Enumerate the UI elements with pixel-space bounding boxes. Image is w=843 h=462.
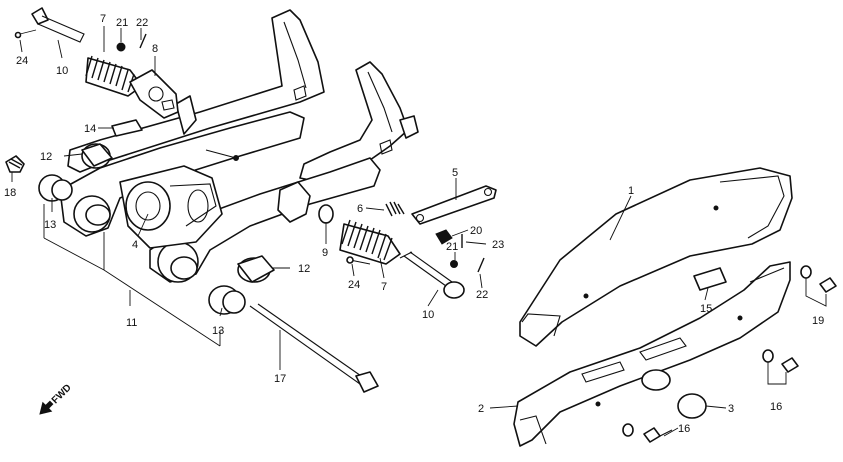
callout-7-upper: 7 [100, 13, 106, 25]
washer-16a [622, 423, 634, 437]
callout-11: 11 [126, 317, 137, 329]
pin-upper [139, 33, 147, 49]
callout-8: 8 [152, 43, 158, 55]
callout-14: 14 [84, 123, 96, 135]
callout-10-lower: 10 [422, 309, 434, 321]
callout-7-lower: 7 [381, 281, 387, 293]
callout-17: 17 [274, 373, 286, 385]
chain-case-lower [513, 261, 791, 447]
callout-24-upper: 24 [16, 55, 28, 67]
callout-2: 2 [478, 403, 484, 415]
callout-9: 9 [322, 247, 328, 259]
fwd-label: FWD [50, 382, 74, 406]
nut-upper [116, 42, 126, 52]
callout-16-lower: 16 [678, 423, 690, 435]
callout-20: 20 [470, 225, 482, 237]
washer-19 [800, 265, 812, 279]
pivot-bolt-long [249, 303, 379, 393]
chain-case-upper [519, 167, 793, 347]
pin-22-lower [477, 257, 485, 273]
callout-12-upper: 12 [40, 151, 52, 163]
callout-13-lower: 13 [212, 325, 224, 337]
pivot-bolt-upper [14, 7, 85, 43]
bushing-13-lower [208, 285, 246, 315]
fwd-arrow-icon [39, 400, 54, 415]
bolt-19 [819, 277, 837, 293]
pin-lower [346, 256, 371, 265]
swing-arm [59, 9, 419, 283]
bushing-12-lower [237, 255, 275, 283]
bolt-16a [643, 427, 673, 443]
bushing-12-upper [81, 143, 113, 169]
spring-small [385, 201, 405, 217]
bolt-16b [781, 357, 799, 373]
callout-15: 15 [700, 303, 712, 315]
callout-21-upper: 21 [116, 17, 128, 29]
cap [677, 393, 707, 419]
washer [318, 204, 334, 224]
callout-1: 1 [628, 185, 634, 197]
nut-20 [435, 229, 453, 245]
callout-6: 6 [357, 203, 363, 215]
callout-10-upper: 10 [56, 65, 68, 77]
spring-lower [339, 219, 401, 265]
grease-fitting [5, 155, 25, 173]
fwd-indicator: FWD [39, 382, 74, 415]
callout-labels: 1 2 3 4 5 6 7 7 8 9 10 10 11 12 12 13 13… [4, 13, 824, 435]
callout-16-right: 16 [770, 401, 782, 413]
callout-23: 23 [492, 239, 504, 251]
callout-18: 18 [4, 187, 16, 199]
callout-22-upper: 22 [136, 17, 148, 29]
case-label [693, 267, 727, 291]
callout-5: 5 [452, 167, 458, 179]
callout-21-lower: 21 [446, 241, 458, 253]
bushing-13-upper [38, 174, 73, 202]
callout-24-lower: 24 [348, 279, 360, 291]
leader-lines [11, 26, 827, 437]
callout-4: 4 [132, 239, 138, 251]
washer-16b [762, 349, 774, 363]
pivot-bolt-lower [399, 251, 465, 299]
callout-3: 3 [728, 403, 734, 415]
brake-rod [411, 185, 497, 225]
callout-22-lower: 22 [476, 289, 488, 301]
callout-12-lower: 12 [298, 263, 310, 275]
pedal-plate [129, 69, 179, 119]
callout-19: 19 [812, 315, 824, 327]
callout-13-upper: 13 [44, 219, 56, 231]
nut-21-lower [450, 260, 458, 268]
label-plate [111, 119, 143, 137]
